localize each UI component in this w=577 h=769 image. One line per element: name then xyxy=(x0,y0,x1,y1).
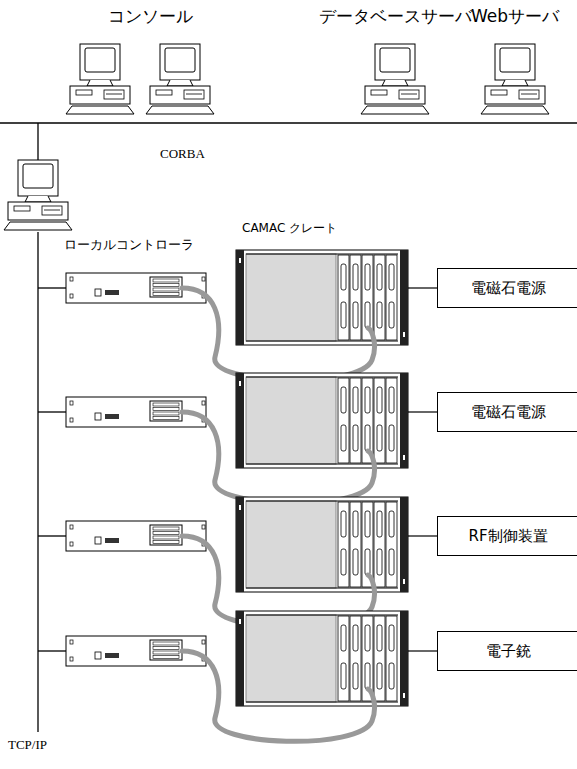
label: TCP/IP xyxy=(8,737,47,753)
device-box: 電磁石電源 xyxy=(437,392,577,432)
network-line xyxy=(38,411,66,412)
computer-icon xyxy=(481,44,549,114)
network-line xyxy=(38,535,66,536)
device-label: 電磁石電源 xyxy=(471,403,546,422)
device-box: 電子銃 xyxy=(437,631,577,671)
network-line xyxy=(0,122,577,123)
camac-crate xyxy=(236,611,408,706)
hardware xyxy=(66,250,437,741)
label: ローカルコントローラ xyxy=(64,237,194,253)
device-line xyxy=(408,411,437,412)
computer-icon xyxy=(4,160,72,230)
device-label: RF制御装置 xyxy=(468,527,547,546)
label: CAMAC クレート xyxy=(242,221,337,235)
cable xyxy=(182,651,375,741)
computers xyxy=(4,44,549,230)
camac-crate xyxy=(236,373,408,468)
label: データベースサーバ xyxy=(319,6,472,26)
network-line xyxy=(37,123,38,160)
cable xyxy=(182,412,375,503)
cable xyxy=(182,288,375,380)
device-line xyxy=(408,287,437,288)
computer-icon xyxy=(146,44,214,114)
device-label: 電子銃 xyxy=(486,642,531,661)
label: コンソール xyxy=(108,6,193,26)
device-label: 電磁石電源 xyxy=(471,279,546,298)
device-line xyxy=(408,650,437,651)
computer-icon xyxy=(361,44,429,114)
device-box: 電磁石電源 xyxy=(437,268,577,308)
network-line xyxy=(38,287,66,288)
label: Webサーバ xyxy=(471,6,559,26)
device-line xyxy=(408,535,437,536)
network-line xyxy=(37,232,38,732)
computer-icon xyxy=(66,44,134,114)
network-line xyxy=(38,650,66,651)
device-box: RF制御装置 xyxy=(437,516,577,556)
camac-crate xyxy=(236,250,408,345)
label: CORBA xyxy=(160,146,205,162)
camac-crate xyxy=(236,497,408,592)
